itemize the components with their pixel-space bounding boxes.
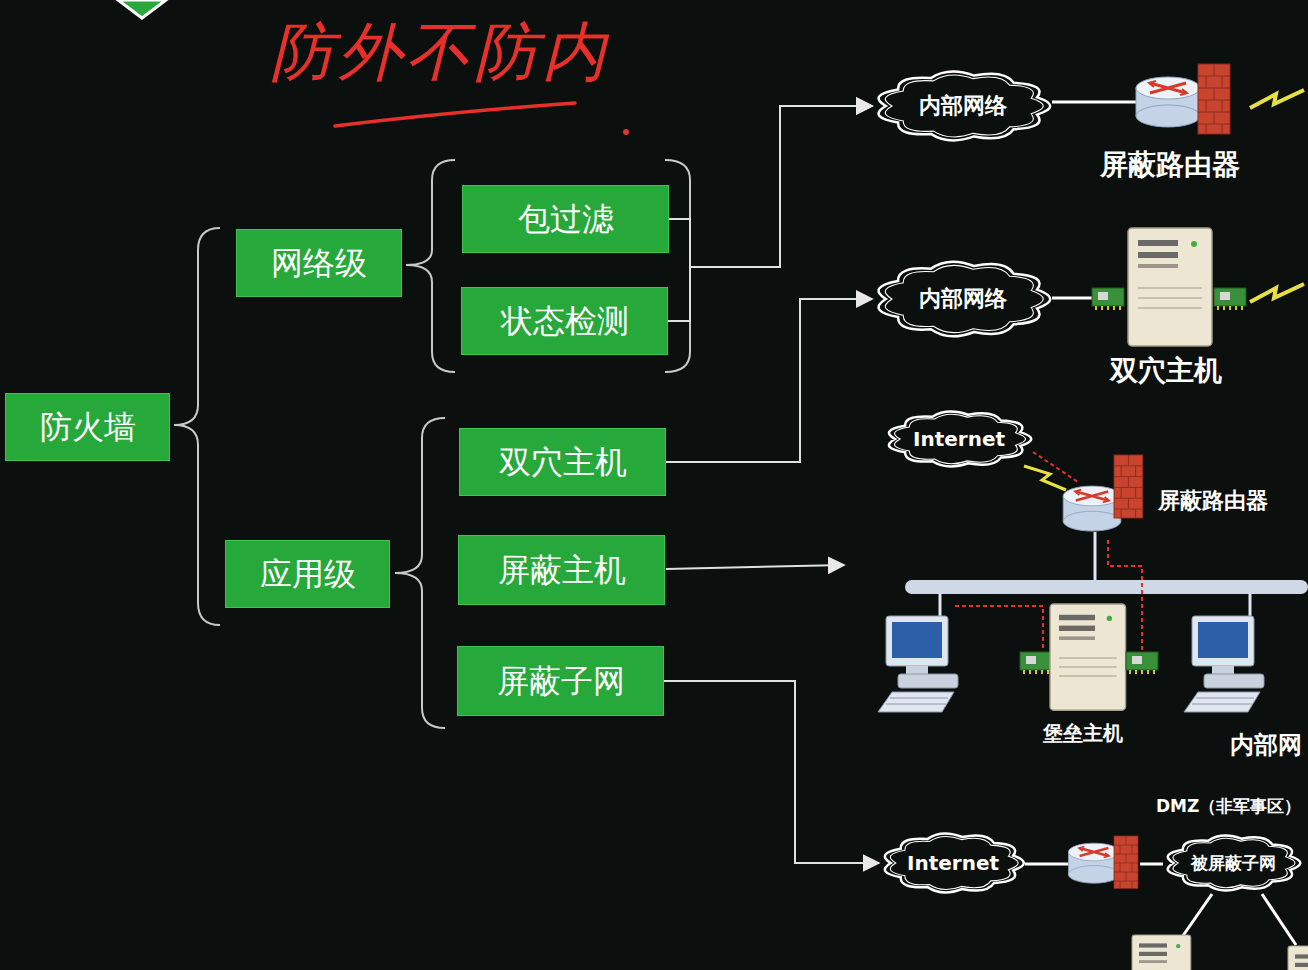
device-label: 双穴主机 <box>1110 354 1222 388</box>
red-dot <box>623 129 629 135</box>
cloud-shape <box>889 411 1031 466</box>
bracket <box>174 228 220 625</box>
box-label: 屏蔽主机 <box>498 551 626 589</box>
cloud-label: 被屏蔽子网 <box>1191 853 1276 873</box>
network-cloud: Internet <box>879 830 1027 896</box>
cloud-shape <box>885 834 1024 893</box>
cloud-inner-line <box>890 836 1018 889</box>
logo-corner <box>118 0 166 18</box>
lan-bus <box>905 580 1308 594</box>
network-wire <box>1180 894 1212 940</box>
network-cloud: 被屏蔽子网 <box>1162 832 1304 894</box>
cloud-inner-line <box>885 75 1043 137</box>
zone-label: DMZ（非军事区） <box>1156 796 1301 816</box>
cloud-inner-line <box>895 414 1026 464</box>
network-cloud: Internet <box>883 408 1035 470</box>
lightning <box>1250 284 1304 302</box>
router-icon <box>1136 77 1200 127</box>
lightning <box>1250 90 1304 108</box>
connector-arrow <box>664 681 879 863</box>
cloud-label: 内部网络 <box>919 93 1007 119</box>
traffic-path <box>1033 452 1078 482</box>
device-label: 堡垒主机 <box>1043 721 1123 745</box>
cloud-shape <box>879 72 1051 141</box>
category-box: 屏蔽主机 <box>458 535 665 605</box>
box-label: 应用级 <box>260 555 356 593</box>
category-box: 状态检测 <box>461 287 668 355</box>
network-cloud: 内部网络 <box>872 68 1054 144</box>
category-box: 双穴主机 <box>459 428 666 496</box>
pointer-arrow <box>666 565 844 569</box>
server-icon <box>1132 935 1191 970</box>
box-label: 双穴主机 <box>499 443 627 481</box>
cloud-inner-line <box>885 265 1043 332</box>
connector-arrow <box>668 106 872 321</box>
router-icon <box>1068 843 1119 883</box>
connector-arrow <box>669 106 872 267</box>
cloud-inner-line <box>1173 838 1295 888</box>
cloud-shape <box>879 262 1051 337</box>
handwritten-underline <box>335 103 575 126</box>
device-label: 屏蔽路由器 <box>1100 148 1240 182</box>
traffic-path <box>955 606 1043 648</box>
category-box: 应用级 <box>225 540 390 608</box>
category-box: 包过滤 <box>462 185 669 253</box>
bracket <box>406 160 455 372</box>
connector-arrow <box>666 299 872 462</box>
cloud-label: Internet <box>907 851 999 875</box>
box-label: 包过滤 <box>518 200 614 238</box>
handwritten-note: 防外不防内 <box>270 14 610 91</box>
server-icon <box>1050 604 1126 710</box>
firewall-icon <box>1198 64 1230 134</box>
network-wire <box>1249 594 1252 616</box>
nic-icon <box>1092 288 1124 310</box>
box-label: 状态检测 <box>501 302 629 340</box>
firewall-icon <box>1114 455 1143 518</box>
server-icon <box>1128 228 1212 346</box>
bracket <box>395 418 445 728</box>
box-label: 屏蔽子网 <box>497 662 625 700</box>
cloud-label: Internet <box>913 427 1005 451</box>
server-icon <box>1288 946 1308 970</box>
cloud-shape <box>1168 835 1301 890</box>
network-cloud: 内部网络 <box>872 258 1054 340</box>
network-wire <box>1052 101 1136 104</box>
category-box: 防火墙 <box>5 393 170 461</box>
network-wire <box>1052 297 1092 300</box>
cloud-label: 内部网络 <box>919 286 1007 312</box>
network-wire <box>1094 532 1097 582</box>
nic-icon <box>1020 652 1052 674</box>
network-wire <box>939 594 942 616</box>
device-label: 屏蔽路由器 <box>1158 488 1268 514</box>
traffic-path <box>1108 540 1142 650</box>
network-wire <box>1262 894 1296 945</box>
box-label: 防火墙 <box>40 408 136 446</box>
pc-icon <box>878 616 958 712</box>
category-box: 网络级 <box>236 229 402 297</box>
nic-icon <box>1214 288 1246 310</box>
pc-icon <box>1184 616 1264 712</box>
nic-icon <box>1126 652 1158 674</box>
device-label: 内部网 <box>1230 731 1302 760</box>
box-label: 网络级 <box>271 244 367 282</box>
category-box: 屏蔽子网 <box>457 646 664 716</box>
network-wire <box>1025 863 1070 866</box>
router-icon <box>1063 486 1121 531</box>
firewall-icon <box>1114 836 1138 889</box>
network-wire <box>1140 863 1163 866</box>
